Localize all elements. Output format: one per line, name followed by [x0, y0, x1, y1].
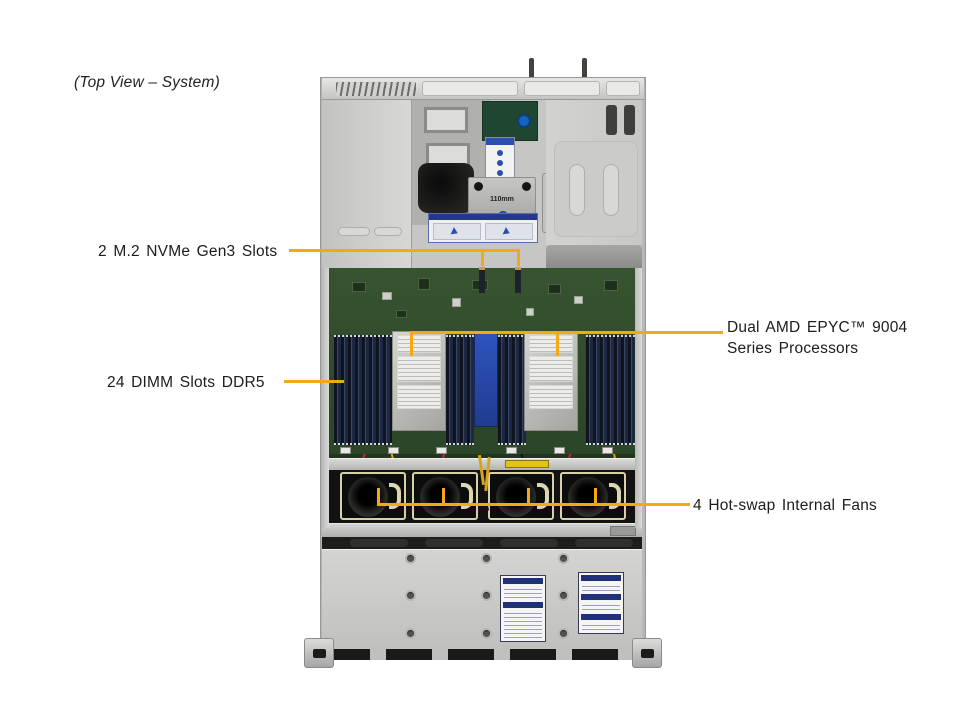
dimm-bank: [586, 335, 642, 445]
cutout-slot: [624, 105, 635, 135]
spec-label: [500, 575, 546, 642]
power-connector: [602, 447, 613, 454]
rear-thumbscrew-post: [582, 58, 587, 80]
round-sticker: [517, 114, 531, 128]
callout-line-cpu: [410, 331, 723, 334]
cable-bundle: [418, 163, 474, 213]
rail-latch: [610, 526, 636, 536]
callout-label-m2: 2 M.2 NVMe Gen3 Slots: [98, 243, 278, 260]
callout-line-fans-tick: [442, 488, 445, 506]
callout-line-m2-tick: [481, 249, 484, 266]
fan-module: [412, 472, 478, 520]
page-title: (Top View – System): [74, 74, 220, 91]
callout-label-cpu: Dual AMD EPYC™ 9004 Series Processors: [727, 317, 907, 359]
power-connector: [340, 447, 351, 454]
callout-line-cpu-tick: [410, 331, 413, 356]
psu-shroud-left: [322, 100, 412, 268]
rear-vent-slots: [336, 82, 416, 96]
dimm-bank: [498, 335, 526, 445]
rear-panel-segment: [524, 81, 600, 96]
center-retention-bracket: [474, 331, 498, 427]
dimm-bank: [446, 335, 474, 445]
power-connector: [388, 447, 399, 454]
callout-line-fans-tick: [377, 488, 380, 506]
screw: [560, 630, 567, 637]
rack-ear-left: [304, 638, 334, 668]
screw: [407, 630, 414, 637]
thumbscrew: [522, 182, 531, 191]
chassis-side-rail: [322, 268, 329, 528]
dimm-bank: [334, 335, 392, 445]
callout-label-cpu-line1: Dual AMD EPYC™ 9004: [727, 319, 908, 336]
gpu-support-label: [428, 213, 538, 243]
thumbscrew: [474, 182, 483, 191]
callout-label-fans: 4 Hot-swap Internal Fans: [693, 497, 877, 514]
chassis-side-rail: [635, 268, 642, 528]
fan-module: [340, 472, 406, 520]
callout-line-m2: [289, 249, 520, 252]
m2-slot: [515, 267, 521, 293]
power-connector: [436, 447, 447, 454]
fan-module: [488, 472, 554, 520]
rear-panel-segment: [606, 81, 640, 96]
drive-bay-row: [322, 537, 642, 549]
instruction-sticker: [485, 137, 515, 181]
warning-sticker: [505, 460, 549, 468]
air-shroud-right: [546, 100, 642, 245]
m2-slot: [479, 267, 485, 293]
fan-module: [560, 472, 626, 520]
callout-label-cpu-line2: Series Processors: [727, 340, 859, 357]
spec-label: [578, 572, 624, 634]
callout-line-fans: [377, 503, 690, 506]
rear-panel-segment: [422, 81, 518, 96]
callout-label-dimm: 24 DIMM Slots DDR5: [107, 374, 265, 391]
power-connector: [554, 447, 565, 454]
rack-ear-right: [632, 638, 662, 668]
callout-line-dimm: [284, 380, 344, 383]
cpu1-heatsink: [392, 331, 446, 431]
screw: [560, 592, 567, 599]
power-connector: [506, 447, 517, 454]
server-top-view-photo: 110mm: [304, 55, 662, 673]
callout-line-fans-tick: [527, 488, 530, 506]
cpu2-heatsink: [524, 331, 578, 431]
screw: [483, 555, 490, 562]
rear-thumbscrew-post: [529, 58, 534, 80]
bracket-dimension-text: 110mm: [490, 196, 514, 203]
rear-controller-board: [482, 101, 538, 141]
stamped-panel: [554, 141, 638, 237]
screw: [407, 555, 414, 562]
front-drive-teeth: [324, 649, 642, 660]
screw: [483, 592, 490, 599]
mid-cross-rail: [322, 523, 642, 537]
screw: [407, 592, 414, 599]
callout-line-fans-tick: [594, 488, 597, 506]
screw: [483, 630, 490, 637]
cutout-slot: [606, 105, 617, 135]
callout-line-m2-tick: [517, 249, 520, 266]
screw: [560, 555, 567, 562]
callout-line-cpu-tick: [556, 331, 559, 356]
